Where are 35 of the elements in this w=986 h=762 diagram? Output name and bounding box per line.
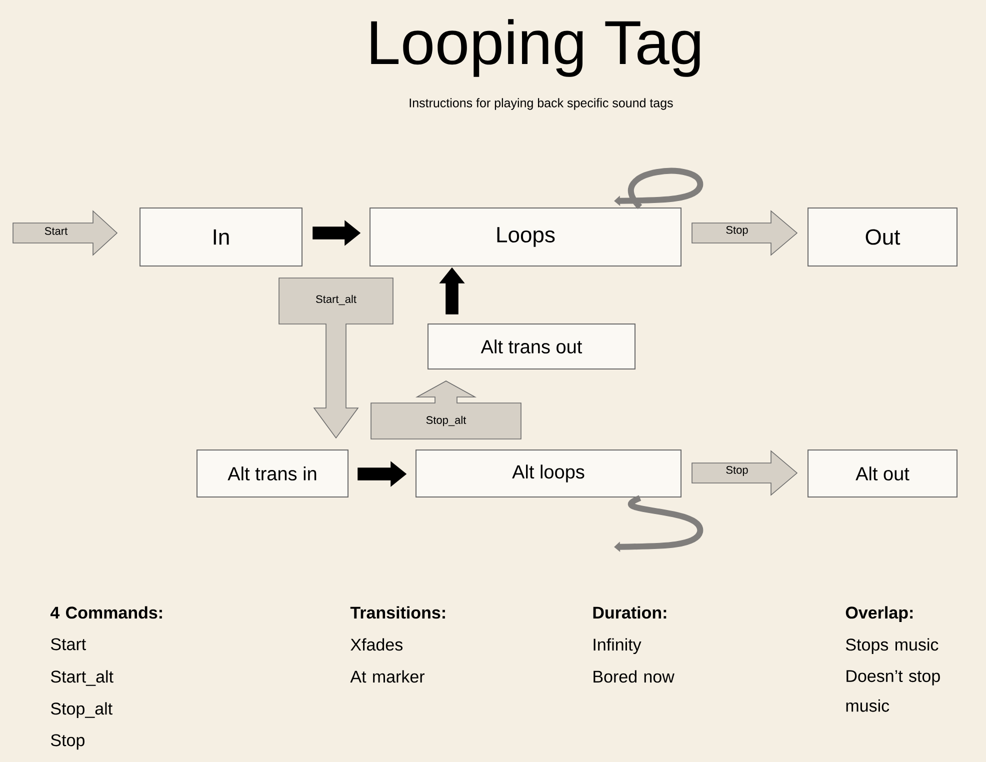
state-box: Alt out <box>808 450 958 498</box>
state-box: Loops <box>370 208 682 266</box>
block-arrow <box>278 278 394 439</box>
loop-arrow <box>614 168 703 209</box>
edge-label: Stop <box>724 225 750 237</box>
block-arrow <box>370 380 522 440</box>
column-heading: Overlap: <box>846 606 913 622</box>
subtitle: Instructions for playing back specific sound tags <box>410 98 673 110</box>
list-item: Start <box>50 638 86 650</box>
state-box: Out <box>808 208 958 266</box>
column-heading: Duration: <box>593 606 666 619</box>
column-heading: 4 Commands: <box>50 606 162 619</box>
list-item: Stop_alt <box>50 702 112 718</box>
edge-label: Stop <box>724 465 750 477</box>
column-heading: Transitions: <box>350 606 445 619</box>
state-box: In <box>140 208 302 266</box>
list-item: Stop <box>50 734 84 750</box>
list-item: Start_alt <box>50 670 114 686</box>
list-item: Stops music <box>846 638 938 654</box>
block-arrow <box>439 267 465 314</box>
list-item: Xfades <box>350 638 403 651</box>
edge-label: Start <box>43 226 69 236</box>
list-item: Doesn’t stop music <box>846 670 940 712</box>
list-item: Bored now <box>594 670 674 683</box>
state-box: Alt loops <box>416 450 682 498</box>
block-arrow <box>358 461 407 487</box>
state-box: Alt trans out <box>428 324 636 370</box>
loop-arrow <box>614 495 703 552</box>
list-item: Infinity <box>594 638 642 654</box>
block-arrow <box>12 210 118 256</box>
state-box: Alt trans in <box>196 450 348 498</box>
list-item: At marker <box>350 670 425 683</box>
title: Looping Tag <box>371 19 700 77</box>
block-arrow <box>312 220 361 246</box>
edge-label: Start_alt <box>314 294 358 306</box>
